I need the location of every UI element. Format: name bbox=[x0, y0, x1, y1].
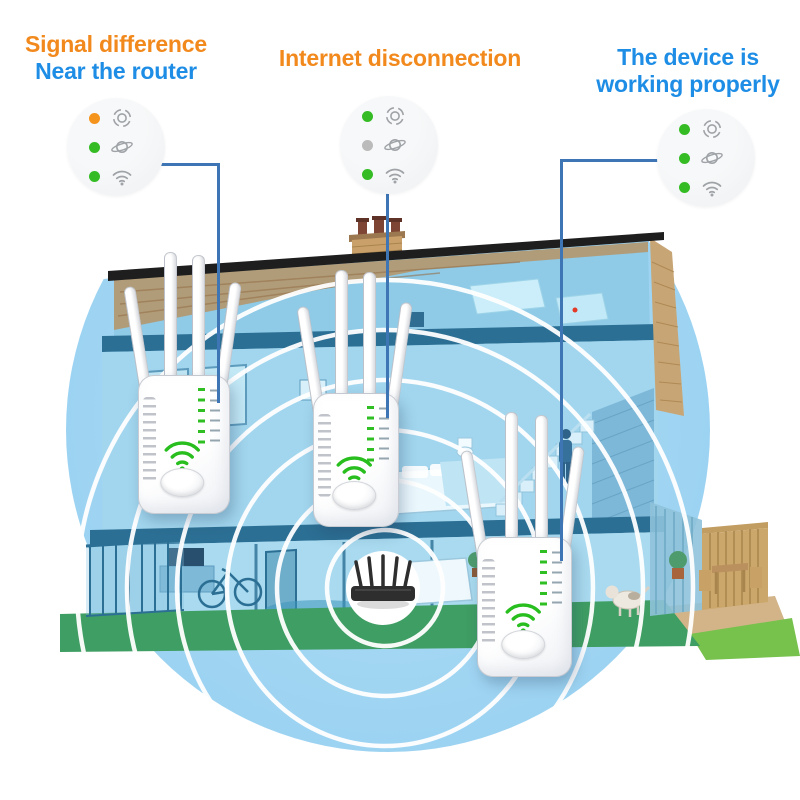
vent-grille bbox=[143, 396, 156, 483]
internet-led bbox=[362, 139, 373, 151]
led-row-signal bbox=[362, 104, 438, 128]
led-row-wifi bbox=[679, 175, 755, 199]
signal-icon bbox=[702, 119, 722, 139]
wps-button bbox=[160, 467, 205, 497]
wps-button bbox=[500, 630, 545, 660]
led-row-wifi bbox=[362, 162, 438, 186]
antenna bbox=[335, 270, 348, 406]
gable-bricks bbox=[650, 238, 684, 416]
repeater-body bbox=[138, 375, 230, 514]
antenna bbox=[164, 252, 177, 390]
led-row-internet bbox=[362, 133, 438, 157]
status-callout-disconnection bbox=[340, 96, 438, 194]
heading-working-properly: The device is working properly bbox=[572, 44, 800, 98]
internet-led bbox=[679, 152, 690, 164]
led-row-signal bbox=[679, 117, 755, 141]
wps-button bbox=[332, 481, 377, 511]
internet-planet-icon bbox=[701, 152, 723, 164]
wifi-icon bbox=[702, 181, 722, 197]
repeater-disconnected bbox=[296, 270, 413, 528]
heading-line: Signal difference bbox=[25, 31, 207, 57]
router bbox=[346, 551, 420, 625]
heading-line: Internet disconnection bbox=[278, 45, 522, 71]
heading-line: Near the router bbox=[35, 58, 197, 85]
status-callout-working bbox=[657, 109, 755, 207]
callout-line-right bbox=[560, 159, 563, 561]
internet-planet-icon bbox=[111, 141, 133, 153]
signal-led bbox=[679, 123, 690, 135]
led-row-internet bbox=[679, 146, 755, 170]
callout-line-middle bbox=[386, 192, 389, 418]
wifi-led bbox=[362, 168, 373, 180]
status-callout-near-router bbox=[67, 98, 165, 196]
antenna bbox=[192, 255, 205, 389]
repeater-body bbox=[477, 537, 572, 677]
heading-line: The device is bbox=[617, 44, 759, 70]
floor-slab bbox=[102, 324, 658, 352]
led-row-signal bbox=[89, 106, 165, 130]
wifi-led bbox=[89, 170, 100, 182]
antenna bbox=[505, 412, 518, 552]
signal-led bbox=[89, 112, 100, 124]
signal-icon bbox=[385, 106, 405, 126]
wall-red-dot bbox=[572, 307, 578, 313]
led-row-wifi bbox=[89, 164, 165, 188]
vent-grille bbox=[318, 413, 331, 497]
repeater-near-router bbox=[123, 252, 242, 514]
antenna bbox=[535, 415, 548, 551]
wifi-led bbox=[679, 181, 690, 193]
vent-grille bbox=[482, 558, 495, 646]
heading-internet-disconnection: Internet disconnection bbox=[254, 45, 546, 72]
patio-table-set bbox=[699, 563, 762, 594]
bright-lawn bbox=[690, 618, 800, 660]
callout-line-right bbox=[560, 159, 660, 162]
repeater-body bbox=[313, 393, 399, 527]
signal-led bbox=[362, 110, 373, 122]
wifi-icon bbox=[112, 170, 132, 186]
wifi-icon bbox=[336, 456, 372, 488]
antenna bbox=[363, 272, 376, 406]
heading-line: working properly bbox=[596, 71, 780, 98]
callout-line-left bbox=[152, 163, 220, 166]
dog bbox=[605, 585, 651, 617]
wifi-icon bbox=[385, 168, 405, 184]
callout-line-left bbox=[217, 163, 220, 403]
internet-planet-icon bbox=[384, 139, 406, 151]
signal-icon bbox=[112, 108, 132, 128]
heading-near-router: Signal difference Near the router bbox=[1, 31, 231, 85]
internet-led bbox=[89, 141, 100, 153]
repeater-working bbox=[460, 412, 586, 678]
led-row-internet bbox=[89, 135, 165, 159]
